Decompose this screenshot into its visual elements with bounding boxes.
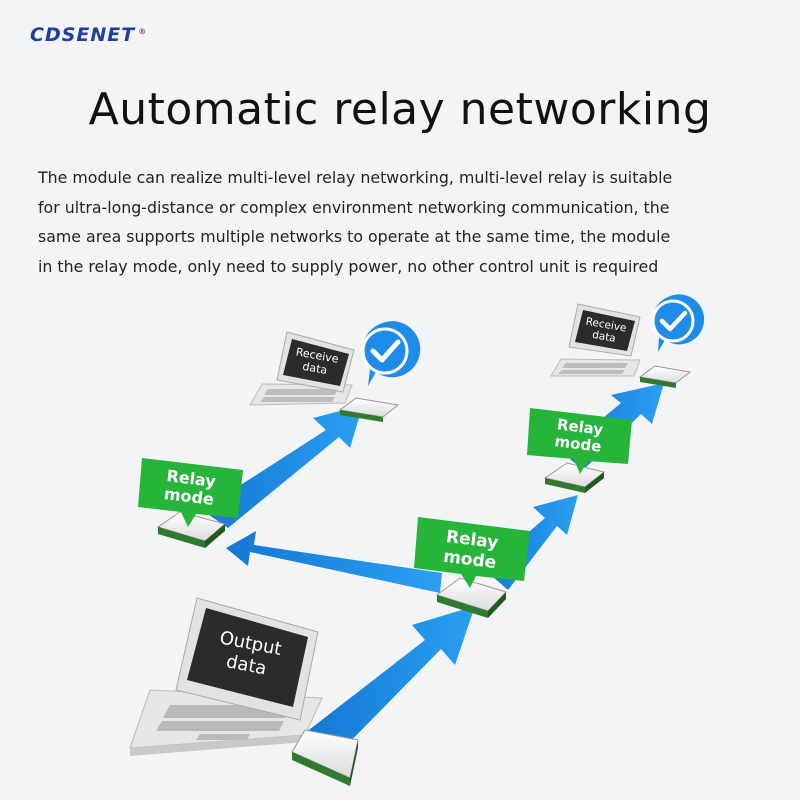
description-line: for ultra-long-distance or complex envir…	[38, 197, 670, 217]
brand-name: CDSENET	[30, 24, 136, 46]
brand-logo: CDSENET®	[30, 24, 147, 46]
receiver-laptop-right: Receive data	[550, 303, 641, 377]
receiver-module-right	[638, 365, 692, 388]
arrow-relay-left-to-receiver-left	[202, 405, 363, 528]
description-line: in the relay mode, only need to supply p…	[38, 256, 659, 276]
arrow-source-to-relay-middle	[305, 606, 475, 760]
receiver-right-screen-line2: data	[591, 329, 616, 345]
relay-module-right	[543, 462, 606, 493]
description-line: The module can realize multi-level relay…	[38, 168, 673, 187]
relay-module-middle	[435, 577, 507, 618]
check-icon	[651, 294, 705, 352]
relay-badge-middle: Relay mode	[414, 517, 530, 588]
relay-module-left	[156, 511, 227, 548]
description: The module can realize multi-level relay…	[38, 163, 778, 281]
laptop-screen	[187, 608, 308, 707]
relay-badge-right-line2: mode	[554, 432, 603, 456]
arrow-relay-middle-to-relay-left	[226, 531, 442, 593]
trademark-symbol: ®	[138, 26, 148, 36]
source-module	[291, 729, 359, 786]
laptop-screen	[575, 310, 635, 351]
description-line: same area supports multiple networks to …	[38, 227, 671, 246]
relay-badge-left: Relay mode	[138, 458, 243, 527]
source-laptop: Output data	[129, 597, 323, 756]
receiver-module-left	[338, 397, 400, 422]
relay-badge-right: Relay mode	[527, 408, 632, 474]
relay-badge-right-line1: Relay	[556, 415, 604, 439]
check-icon	[361, 321, 421, 386]
laptop-screen	[283, 339, 349, 386]
page-title: Automatic relay networking	[88, 84, 712, 135]
receiver-laptop-left: Receive data	[249, 331, 355, 406]
receiver-left-screen-line2: data	[302, 360, 329, 377]
